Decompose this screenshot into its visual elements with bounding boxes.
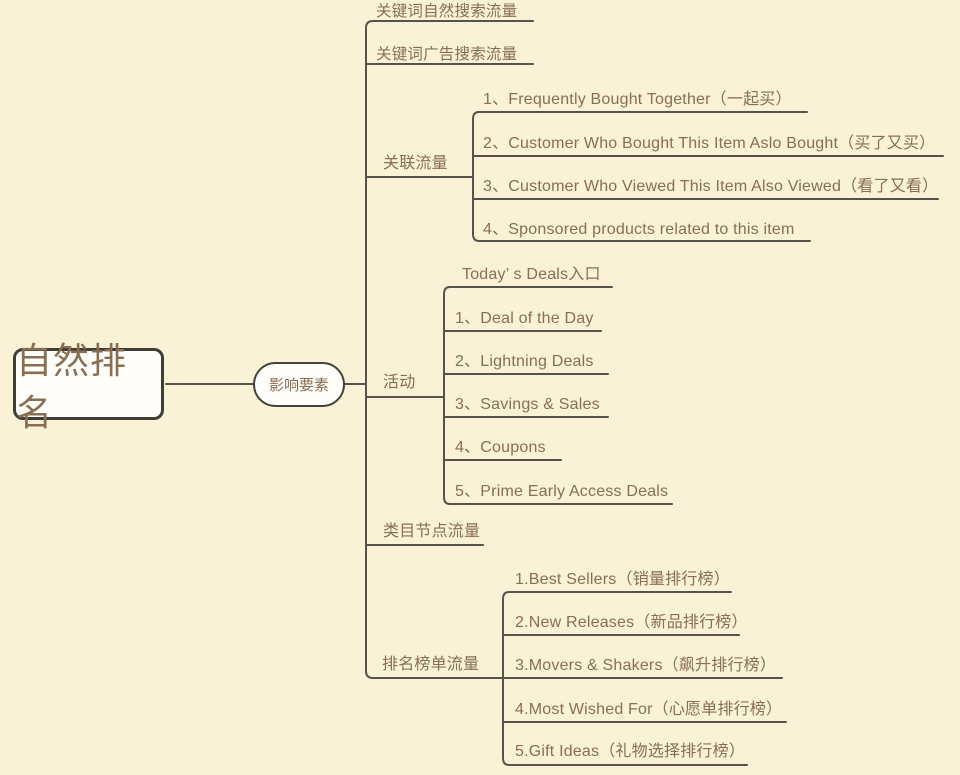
branch-category-node-traffic[interactable]: 类目节点流量 <box>383 523 481 540</box>
wire-main-trunk <box>365 20 783 679</box>
branch-keyword-ad-search-traffic[interactable]: 关键词广告搜索流量 <box>376 46 518 63</box>
related-item-sponsored-products[interactable]: 4、Sponsored products related to this ite… <box>483 221 795 238</box>
activity-item-prime-early-access-deals[interactable]: 5、Prime Early Access Deals <box>455 483 669 500</box>
branch-activity[interactable]: 活动 <box>383 374 416 391</box>
related-item-viewed-also-viewed[interactable]: 3、Customer Who Viewed This Item Also Vie… <box>483 178 939 195</box>
hub-node-influencing-factors[interactable]: 影响要素 <box>253 362 345 407</box>
root-node-label: 自然排名 <box>16 340 128 433</box>
branch-related-traffic[interactable]: 关联流量 <box>383 155 448 172</box>
root-node[interactable]: 自然排名 <box>13 340 164 433</box>
activity-item-deal-of-the-day[interactable]: 1、Deal of the Day <box>455 310 594 327</box>
branch-ranking-list-traffic[interactable]: 排名榜单流量 <box>382 656 480 673</box>
wire-activity-subtrunk <box>443 286 673 505</box>
related-item-frequently-bought-together[interactable]: 1、Frequently Bought Together（一起买） <box>483 91 792 108</box>
ranking-item-most-wished-for[interactable]: 4.Most Wished For（心愿单排行榜） <box>515 701 783 718</box>
hub-node-label: 影响要素 <box>268 377 329 394</box>
activity-item-savings-and-sales[interactable]: 3、Savings & Sales <box>455 396 600 413</box>
ranking-item-movers-and-shakers[interactable]: 3.Movers & Shakers（飙升排行榜） <box>515 657 777 674</box>
ranking-item-gift-ideas[interactable]: 5.Gift Ideas（礼物选择排行榜） <box>515 743 746 760</box>
branch-keyword-organic-search-traffic[interactable]: 关键词自然搜索流量 <box>376 3 518 20</box>
activity-item-lightning-deals[interactable]: 2、Lightning Deals <box>455 353 594 370</box>
activity-item-todays-deals-entry[interactable]: Today’ s Deals入口 <box>462 266 601 283</box>
wire-ranking-subtrunk <box>502 591 748 766</box>
wire-related-subtrunk <box>472 111 811 242</box>
ranking-item-new-releases[interactable]: 2.New Releases（新品排行榜） <box>515 614 748 631</box>
activity-item-coupons[interactable]: 4、Coupons <box>455 439 546 456</box>
ranking-item-best-sellers[interactable]: 1.Best Sellers（销量排行榜） <box>515 571 730 588</box>
related-item-bought-also-bought[interactable]: 2、Customer Who Bought This Item Aslo Bou… <box>483 135 936 152</box>
